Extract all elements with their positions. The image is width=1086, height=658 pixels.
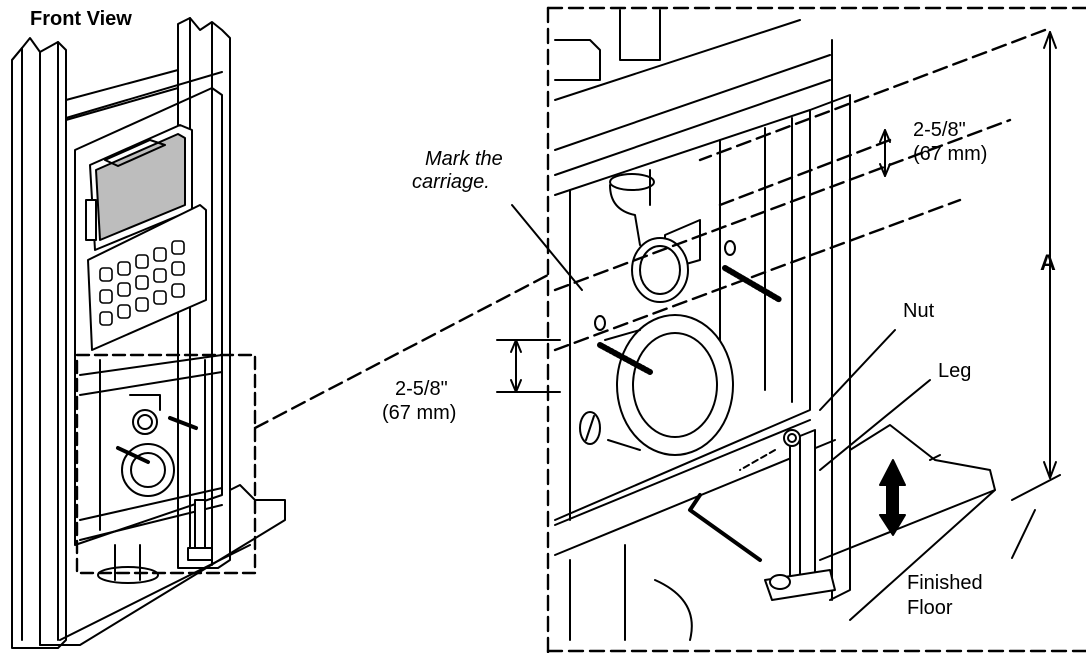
dimension-right-value: 2-5/8" xyxy=(913,119,966,141)
dimension-a-label: A xyxy=(1040,250,1056,275)
dimension-left-metric: (67 mm) xyxy=(382,402,457,424)
detail-view xyxy=(546,6,1086,655)
dimension-left-value: 2-5/8" xyxy=(395,378,448,400)
detail-callout-box xyxy=(75,353,257,575)
mark-carriage-line2: carriage. xyxy=(412,171,490,193)
dimension-lines xyxy=(496,28,1061,559)
front-view-frame xyxy=(11,17,550,649)
dimension-right-metric: (67 mm) xyxy=(913,143,988,165)
nut-label: Nut xyxy=(903,300,935,322)
mark-carriage-line1: Mark the xyxy=(425,148,503,170)
keypad-buttons xyxy=(99,240,185,326)
front-view-title: Front View xyxy=(30,8,132,30)
leg-label: Leg xyxy=(938,360,972,382)
mark-leader-line xyxy=(511,204,583,291)
flush-plate-panel xyxy=(95,133,186,241)
finished-floor-line2: Floor xyxy=(907,597,953,619)
finished-floor-line1: Finished xyxy=(907,572,983,594)
up-down-arrow-icon xyxy=(879,459,906,536)
projection-line xyxy=(253,273,550,430)
